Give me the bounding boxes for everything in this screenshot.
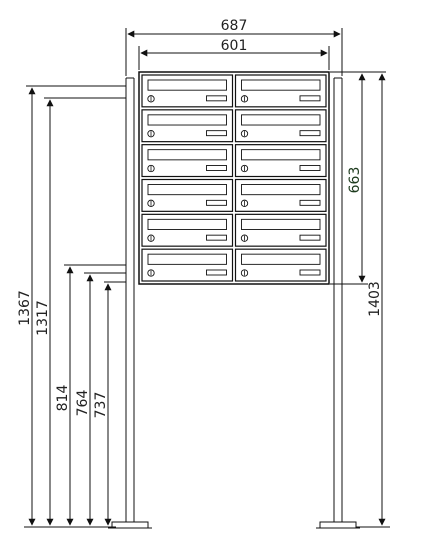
mailbox-compartment: [234, 109, 327, 143]
label-height-1403: 1403: [367, 281, 383, 317]
extension-lines-left: [24, 85, 126, 528]
label-box-height-663: 663: [347, 167, 363, 194]
letter-slot: [241, 253, 321, 265]
letter-slot: [147, 218, 227, 230]
mailbox-compartment: [234, 213, 327, 247]
dimension-overall-width: [125, 28, 343, 76]
name-plate: [299, 234, 321, 241]
name-plate: [206, 130, 227, 137]
mailbox-compartment: [141, 248, 234, 282]
mailbox-compartment: [141, 74, 234, 108]
mailbox-compartment: [234, 178, 327, 212]
name-plate: [299, 269, 321, 276]
name-plate: [206, 234, 227, 241]
letter-slot: [147, 79, 227, 91]
letter-slot: [147, 253, 227, 265]
label-overall-width: 687: [221, 18, 248, 34]
letter-slot: [147, 184, 227, 196]
letter-slot: [241, 218, 321, 230]
letter-slot: [241, 114, 321, 126]
dimension-box-width: [138, 46, 330, 70]
mailbox-compartment: [234, 144, 327, 178]
left-base-plate: [108, 521, 152, 529]
mailbox-compartment: [141, 213, 234, 247]
mailbox-compartment: [141, 178, 234, 212]
name-plate: [206, 95, 227, 102]
letter-slot: [147, 149, 227, 161]
label-height-1367: 1367: [17, 290, 33, 326]
mailbox-compartment: [141, 144, 234, 178]
letter-slot: [241, 149, 321, 161]
name-plate: [299, 199, 321, 206]
mailbox-compartment: [141, 109, 234, 143]
mailbox-grid: [141, 74, 327, 282]
label-height-764: 764: [75, 390, 91, 417]
mailbox-compartment: [234, 248, 327, 282]
right-post: [333, 77, 343, 522]
mailbox-compartment: [234, 74, 327, 108]
name-plate: [206, 199, 227, 206]
name-plate: [206, 165, 227, 171]
letter-slot: [241, 184, 321, 196]
name-plate: [299, 165, 321, 171]
extension-lines-right: [330, 71, 390, 528]
name-plate: [206, 269, 227, 276]
label-height-1317: 1317: [35, 300, 51, 336]
letter-slot: [241, 79, 321, 91]
name-plate: [299, 130, 321, 137]
label-height-737: 737: [93, 392, 109, 419]
left-post: [125, 77, 135, 522]
right-base-plate: [316, 521, 360, 529]
letter-slot: [147, 114, 227, 126]
label-box-width: 601: [221, 38, 248, 54]
name-plate: [299, 95, 321, 102]
label-height-814: 814: [55, 385, 71, 412]
